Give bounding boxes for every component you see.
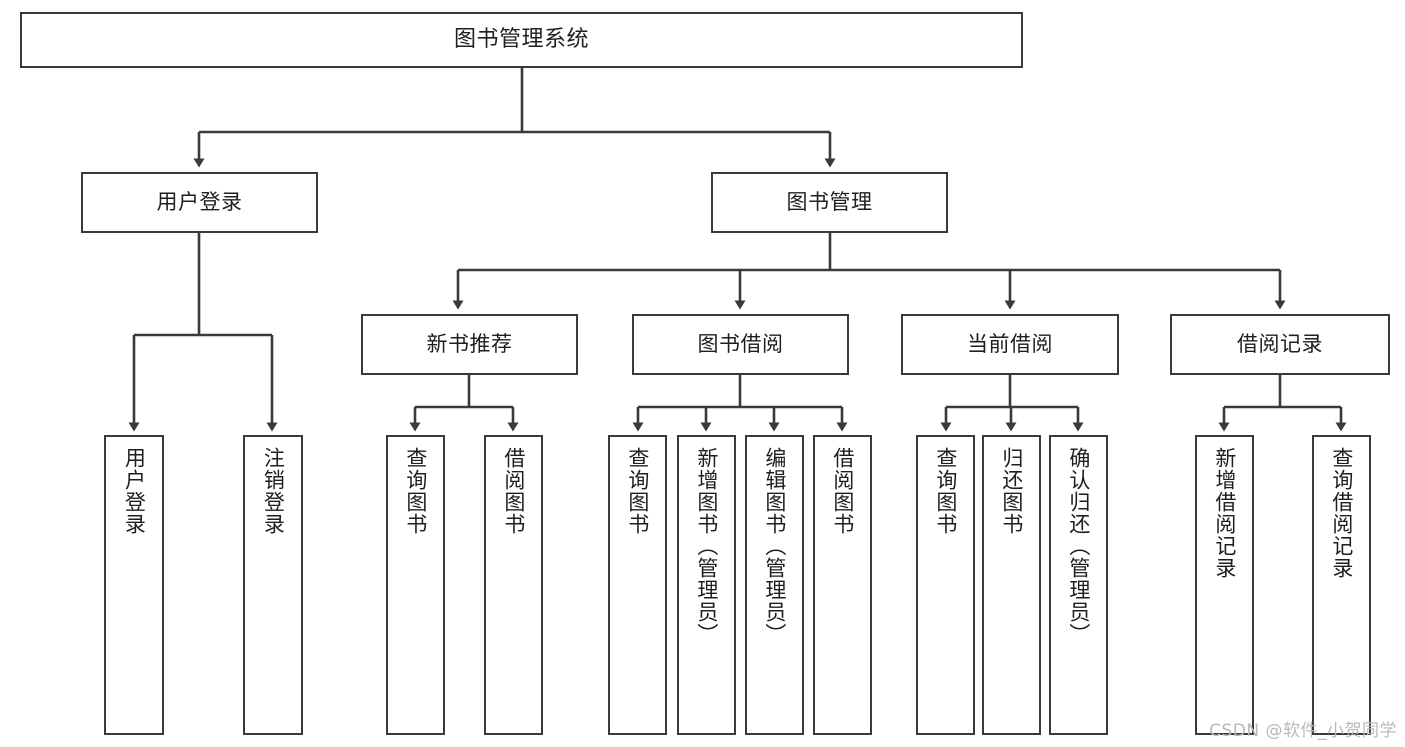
leaf-new-book-query[interactable]: 查询图书 <box>386 435 445 735</box>
leaf-new-book-borrow[interactable]: 借阅图书 <box>484 435 543 735</box>
leaf-book-borrow-add[interactable]: 新增图书（管理员） <box>677 435 736 735</box>
node-book-management[interactable]: 图书管理 <box>711 172 948 233</box>
node-label: 用户登录 <box>156 190 243 215</box>
node-label: 新增借阅记录 <box>1212 447 1237 579</box>
node-label: 图书管理 <box>786 190 873 215</box>
node-new-book-recommend[interactable]: 新书推荐 <box>361 314 578 375</box>
node-label: 查询图书 <box>933 447 958 535</box>
node-label: 图书借阅 <box>697 332 784 357</box>
node-label: 查询图书 <box>625 447 650 535</box>
node-label: 归还图书 <box>999 447 1024 535</box>
leaf-current-borrow-return[interactable]: 归还图书 <box>982 435 1041 735</box>
node-label: 用户登录 <box>122 447 147 535</box>
leaf-book-borrow-query[interactable]: 查询图书 <box>608 435 667 735</box>
node-label: 注销登录 <box>261 447 286 535</box>
node-label: 借阅图书 <box>501 447 526 535</box>
leaf-user-login-signin[interactable]: 用户登录 <box>104 435 164 735</box>
node-label: 查询借阅记录 <box>1329 447 1354 579</box>
node-borrow-record[interactable]: 借阅记录 <box>1170 314 1390 375</box>
node-current-borrow[interactable]: 当前借阅 <box>901 314 1119 375</box>
node-user-login[interactable]: 用户登录 <box>81 172 318 233</box>
node-label: 图书管理系统 <box>453 27 589 53</box>
watermark: CSDN @软件_小贺同学 <box>1209 721 1397 741</box>
node-root-system[interactable]: 图书管理系统 <box>20 12 1023 68</box>
node-label: 编辑图书（管理员） <box>762 447 787 645</box>
leaf-current-borrow-query[interactable]: 查询图书 <box>916 435 975 735</box>
node-label: 查询图书 <box>403 447 428 535</box>
node-label: 借阅图书 <box>830 447 855 535</box>
node-label: 当前借阅 <box>967 332 1053 357</box>
node-label: 新书推荐 <box>426 332 513 357</box>
leaf-user-login-signout[interactable]: 注销登录 <box>243 435 303 735</box>
node-label: 借阅记录 <box>1237 332 1323 357</box>
leaf-current-borrow-confirm-return[interactable]: 确认归还（管理员） <box>1049 435 1108 735</box>
node-label: 确认归还（管理员） <box>1066 447 1091 645</box>
node-book-borrow[interactable]: 图书借阅 <box>632 314 849 375</box>
leaf-book-borrow-edit[interactable]: 编辑图书（管理员） <box>745 435 804 735</box>
node-label: 新增图书（管理员） <box>694 447 719 645</box>
leaf-borrow-record-add[interactable]: 新增借阅记录 <box>1195 435 1254 735</box>
leaf-borrow-record-query[interactable]: 查询借阅记录 <box>1312 435 1371 735</box>
leaf-book-borrow-borrow[interactable]: 借阅图书 <box>813 435 872 735</box>
